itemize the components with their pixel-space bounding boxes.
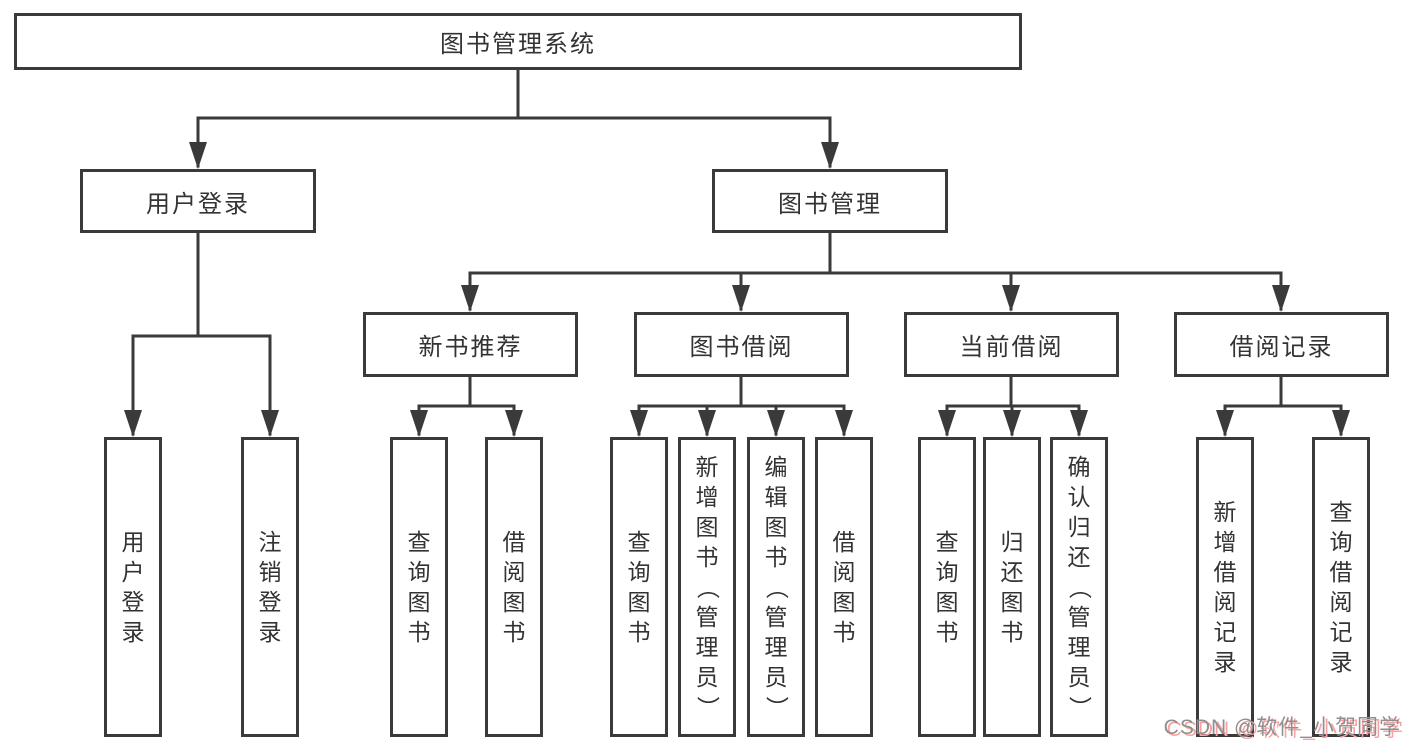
node-book-borrowing: 图书借阅 xyxy=(634,312,849,377)
leaf-borrow-add-book-admin: 新增图书（管理员） xyxy=(678,437,736,737)
node-book-management: 图书管理 xyxy=(712,169,948,233)
csdn-watermark: CSDN @软件_小贺同学 xyxy=(1163,716,1401,739)
leaf-newbook-query-book: 查询图书 xyxy=(390,437,448,737)
leaf-current-return-book: 归还图书 xyxy=(983,437,1041,737)
node-borrowing-records: 借阅记录 xyxy=(1174,312,1389,377)
leaf-borrow-borrow-book: 借阅图书 xyxy=(815,437,873,737)
node-library-management-system: 图书管理系统 xyxy=(14,13,1022,70)
leaf-borrow-edit-book-admin: 编辑图书（管理员） xyxy=(747,437,805,737)
node-new-book-recommendation: 新书推荐 xyxy=(363,312,578,377)
leaf-current-query-book: 查询图书 xyxy=(918,437,976,737)
leaf-borrow-query-book: 查询图书 xyxy=(610,437,668,737)
node-user-login: 用户登录 xyxy=(80,169,316,233)
leaf-newbook-borrow-book: 借阅图书 xyxy=(485,437,543,737)
node-current-borrowing: 当前借阅 xyxy=(904,312,1119,377)
leaf-records-add-record: 新增借阅记录 xyxy=(1196,437,1254,737)
leaf-user-login: 用户登录 xyxy=(104,437,162,737)
leaf-current-confirm-return-admin: 确认归还（管理员） xyxy=(1050,437,1108,737)
leaf-records-query-record: 查询借阅记录 xyxy=(1312,437,1370,737)
leaf-logout: 注销登录 xyxy=(241,437,299,737)
